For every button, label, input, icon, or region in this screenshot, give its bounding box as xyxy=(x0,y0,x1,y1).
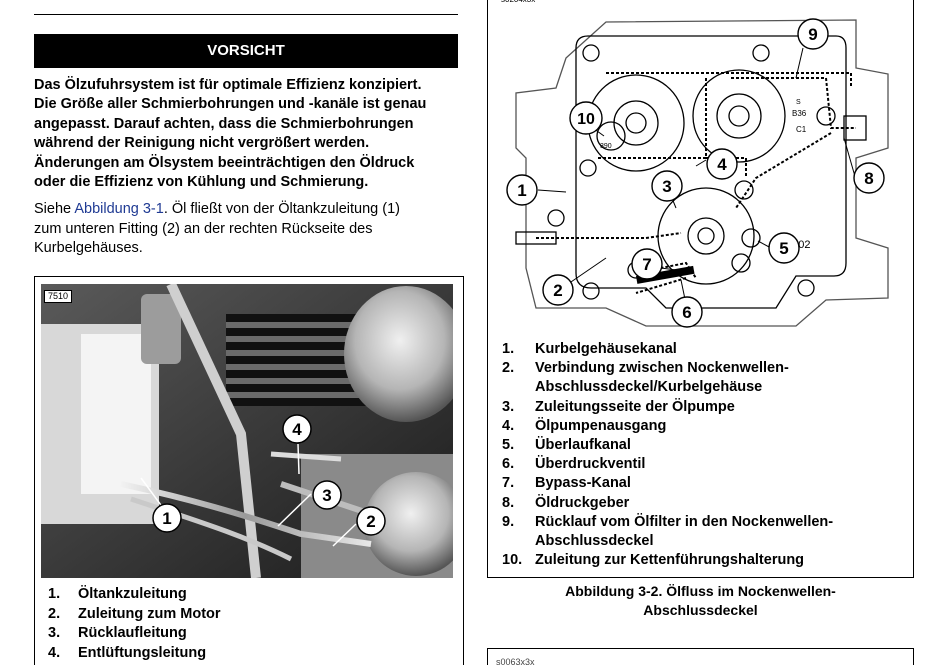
list-item: 5.Überlaufkanal xyxy=(502,437,631,454)
diagram-callout-7: 7 xyxy=(642,255,651,274)
figure-3-frame xyxy=(487,648,914,665)
intro-prefix: Siehe xyxy=(34,201,75,217)
part-mark-b36: B36 xyxy=(792,109,807,118)
list-item: 3.Zuleitungsseite der Ölpumpe xyxy=(502,398,735,415)
part-mark-c1: C1 xyxy=(796,125,807,134)
diagram-callout-4: 4 xyxy=(717,155,727,174)
photo-callout-3: 3 xyxy=(322,486,331,505)
figure-2-caption: Abbildung 3-2. Ölfluss im Nockenwellen- … xyxy=(565,583,836,618)
list-item: 4.Entlüftungsleitung xyxy=(48,644,207,661)
figure-1-id: 7510 xyxy=(44,290,73,303)
figure-1-frame xyxy=(34,276,464,665)
photo-callout-1: 1 xyxy=(162,509,171,528)
diagram-callout-10: 10 xyxy=(577,111,595,128)
caution-text: Das Ölzufuhrsystem ist für optimale Effi… xyxy=(34,76,460,192)
figure-1-legend: 1.Öltankzuleitung 2.Zuleitung zum Motor … xyxy=(48,585,221,663)
list-item: 3.Rücklaufleitung xyxy=(48,625,187,641)
diagram-callout-6: 6 xyxy=(682,303,691,322)
list-item: 8.Öldruckgeber xyxy=(502,494,630,511)
caution-line: Das Ölzufuhrsystem ist für optimale Effi… xyxy=(34,77,422,93)
photo-callout-2: 2 xyxy=(366,512,375,531)
list-item: 1.Öltankzuleitung xyxy=(48,586,187,602)
cam-cover-oil-flow-diagram: B36 C1 S 8002 390 1 2 3 4 xyxy=(496,8,898,328)
caution-line: oder die Effizienz von Kühlung und Schmi… xyxy=(34,174,369,191)
figure-2-frame xyxy=(487,0,914,578)
diagram-callout-3: 3 xyxy=(662,177,671,196)
top-rule xyxy=(34,14,458,15)
figure-3-1-link[interactable]: Abbildung 3-1 xyxy=(74,201,164,217)
diagram-callout-1: 1 xyxy=(517,181,526,200)
diagram-callout-8: 8 xyxy=(864,169,873,188)
list-item: 2.Zuleitung zum Motor xyxy=(48,605,221,622)
motorcycle-engine-photo: 1 2 3 4 xyxy=(41,284,453,578)
cam-cover-drawing: B36 C1 S 8002 390 1 2 3 4 xyxy=(506,18,889,328)
list-item: 10.Zuleitung zur Kettenführungshalterung xyxy=(502,552,805,569)
caution-line: angepasst. Darauf achten, dass die Schmi… xyxy=(34,115,414,132)
list-item: 7.Bypass-Kanal xyxy=(502,475,631,492)
figure-2-id: s0204x3x xyxy=(498,0,539,5)
photo-callout-4: 4 xyxy=(292,420,302,439)
caution-line: Änderungen am Ölsystem beeinträchtigen d… xyxy=(34,154,415,171)
list-item: 2.Verbindung zwischen Nockenwellen-Absch… xyxy=(502,360,789,396)
part-mark-390: 390 xyxy=(600,143,612,150)
diagram-callout-2: 2 xyxy=(553,281,562,300)
caution-heading: VORSICHT xyxy=(34,34,458,68)
intro-paragraph: Siehe Abbildung 3-1. Öl fließt von der Ö… xyxy=(34,200,454,259)
caution-line: Die Größe aller Schmierbohrungen und -ka… xyxy=(34,96,427,113)
intro-line: zum unteren Fitting (2) an der rechten R… xyxy=(34,220,373,237)
figure-3-id: s0063x3x xyxy=(496,657,535,665)
caution-line: während der Reinigung nicht vergrößert w… xyxy=(34,135,370,152)
intro-line: Siehe Abbildung 3-1. Öl fließt von der Ö… xyxy=(34,200,454,220)
list-item: 6.Überdruckventil xyxy=(502,456,646,473)
intro-line1-rest: . Öl fließt von der Öltankzuleitung (1) xyxy=(163,201,400,217)
list-item: 9.Rücklauf vom Ölfilter in den Nockenwel… xyxy=(502,513,834,550)
list-item: 1.Kurbelgehäusekanal xyxy=(502,341,677,357)
part-mark-s: S xyxy=(796,99,801,106)
list-item: 4.Ölpumpenausgang xyxy=(502,417,667,434)
diagram-callout-5: 5 xyxy=(779,239,788,258)
intro-line: Kurbelgehäuses. xyxy=(34,240,143,256)
engine-photo-illustration: 1 2 3 4 xyxy=(41,284,453,578)
diagram-callout-9: 9 xyxy=(808,25,817,44)
figure-2-legend: 1.Kurbelgehäusekanal 2.Verbindung zwisch… xyxy=(502,340,902,570)
